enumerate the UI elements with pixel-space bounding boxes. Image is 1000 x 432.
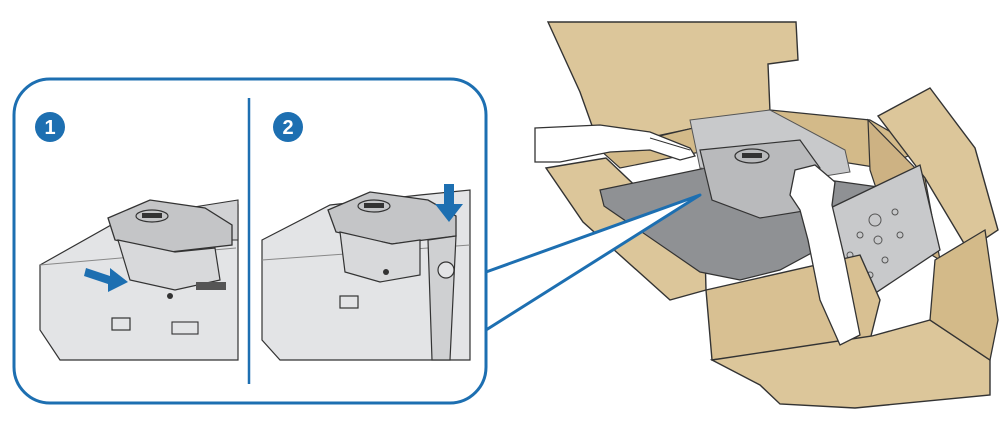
- step-1-port-strip: [196, 282, 226, 290]
- brand-logo-mark: [742, 153, 762, 158]
- step-1-badge: 1: [35, 112, 65, 142]
- left-hand: [534, 124, 697, 163]
- step-2-brand-logo: [357, 199, 391, 213]
- callout-leader: [485, 193, 702, 332]
- left-hand-finger-line: [649, 137, 691, 151]
- step-1-number: 1: [44, 117, 55, 139]
- step-1-brand-logo-mark: [142, 213, 162, 218]
- step-1-port: [111, 317, 131, 331]
- step-1-screw: [167, 293, 173, 299]
- step-2-port: [339, 295, 359, 309]
- step-1-stand-bracket: [117, 239, 221, 291]
- step-2-illustration: [261, 184, 471, 361]
- step-1-brand-logo: [135, 209, 169, 223]
- step-2-hinge: [437, 261, 455, 279]
- box-front-flap: [709, 319, 991, 409]
- box-scene: [534, 21, 999, 409]
- step-2-brand-logo-mark: [364, 203, 384, 208]
- step-2-screw: [383, 269, 389, 275]
- step-1-label-plate: [171, 321, 199, 335]
- step-1-illustration: [39, 199, 239, 361]
- right-hand: [789, 164, 861, 346]
- step-2-badge: 2: [273, 112, 303, 142]
- step-2-number: 2: [282, 117, 293, 139]
- arrow-right-icon: [84, 268, 128, 292]
- brand-logo-oval: [734, 148, 770, 164]
- step-2-stand-bracket: [339, 231, 421, 283]
- arrow-down-icon: [435, 184, 463, 222]
- box-right-bottom-flap: [929, 228, 999, 362]
